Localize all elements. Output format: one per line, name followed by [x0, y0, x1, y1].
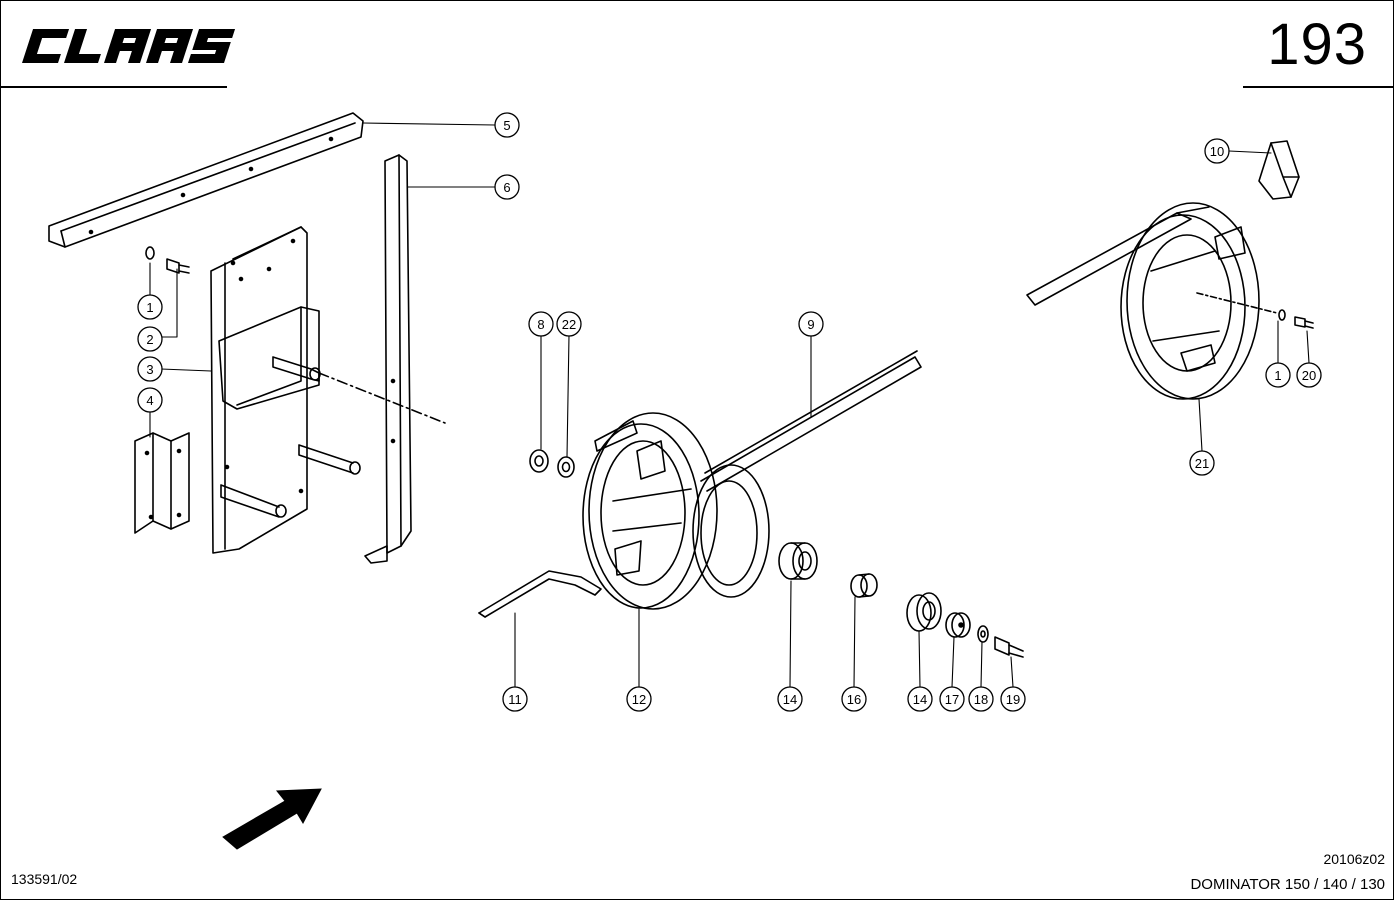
- belt-guide-part: [1258, 140, 1300, 200]
- callout-21: 21: [1189, 450, 1215, 476]
- leader-lines: [149, 122, 1310, 688]
- svg-text:20: 20: [1302, 368, 1316, 383]
- figure-code: 20106z02: [1323, 851, 1385, 867]
- callout-9: 9: [798, 311, 824, 337]
- screw-part-left: [166, 258, 190, 274]
- callout-12: 12: [626, 686, 652, 712]
- svg-text:12: 12: [632, 692, 646, 707]
- bushing-part: [850, 573, 878, 598]
- claas-logo: [22, 29, 236, 63]
- center-line-right: [1196, 292, 1278, 314]
- drawing-number: 133591/02: [11, 871, 78, 887]
- svg-text:11: 11: [508, 692, 522, 707]
- callout-22: 22: [556, 311, 582, 337]
- svg-text:14: 14: [783, 692, 797, 707]
- bearing-part-a: [778, 542, 818, 580]
- mounting-plate-part: [210, 226, 361, 554]
- callout-10: 10: [1204, 138, 1230, 164]
- svg-text:9: 9: [807, 317, 814, 332]
- svg-text:5: 5: [503, 118, 510, 133]
- angle-profile-part: [48, 112, 364, 248]
- washer-part-22: [557, 456, 575, 478]
- svg-text:21: 21: [1195, 456, 1209, 471]
- model-designation: DOMINATOR 150 / 140 / 130: [1190, 876, 1385, 893]
- washer-part-8: [529, 449, 549, 473]
- callout-14-b: 14: [907, 686, 933, 712]
- svg-text:6: 6: [503, 180, 510, 195]
- spacer-part: [945, 612, 971, 638]
- svg-text:17: 17: [945, 692, 959, 707]
- v-belt-part: [692, 350, 922, 598]
- bearing-part-b: [906, 592, 942, 632]
- callout-14-a: 14: [777, 686, 803, 712]
- svg-text:1: 1: [1274, 368, 1281, 383]
- callout-1-left: 1: [137, 294, 163, 320]
- callout-2: 2: [137, 326, 163, 352]
- svg-text:4: 4: [146, 393, 153, 408]
- washer-part-left: [145, 246, 155, 260]
- callout-5: 5: [494, 112, 520, 138]
- screw-part-19: [994, 636, 1024, 658]
- callout-20: 20: [1296, 362, 1322, 388]
- svg-text:18: 18: [974, 692, 988, 707]
- callout-1-right: 1: [1265, 362, 1291, 388]
- washer-part-right: [1278, 309, 1286, 321]
- callout-8: 8: [528, 311, 554, 337]
- svg-text:10: 10: [1210, 144, 1224, 159]
- svg-text:19: 19: [1006, 692, 1020, 707]
- svg-text:22: 22: [562, 317, 576, 332]
- svg-text:2: 2: [146, 332, 153, 347]
- screw-part-right: [1294, 316, 1314, 329]
- right-pulley-part: [1026, 202, 1260, 400]
- svg-text:8: 8: [537, 317, 544, 332]
- callout-3: 3: [137, 356, 163, 382]
- svg-text:1: 1: [146, 300, 153, 315]
- callout-11: 11: [502, 686, 528, 712]
- small-bracket-part: [134, 432, 190, 534]
- large-pulley-part: [582, 412, 718, 610]
- page-number: 193: [1267, 12, 1367, 77]
- center-line-plate: [318, 372, 446, 424]
- washer-part-18: [977, 625, 989, 643]
- callout-18: 18: [968, 686, 994, 712]
- callout-19: 19: [1000, 686, 1026, 712]
- svg-text:16: 16: [847, 692, 861, 707]
- svg-text:3: 3: [146, 362, 153, 377]
- callout-6: 6: [494, 174, 520, 200]
- direction-arrow-icon: [222, 788, 322, 850]
- callout-17: 17: [939, 686, 965, 712]
- callout-16: 16: [841, 686, 867, 712]
- svg-text:14: 14: [913, 692, 927, 707]
- vertical-angle-part: [364, 154, 412, 564]
- callout-4: 4: [137, 387, 163, 413]
- tensioner-bar-part: [478, 570, 602, 618]
